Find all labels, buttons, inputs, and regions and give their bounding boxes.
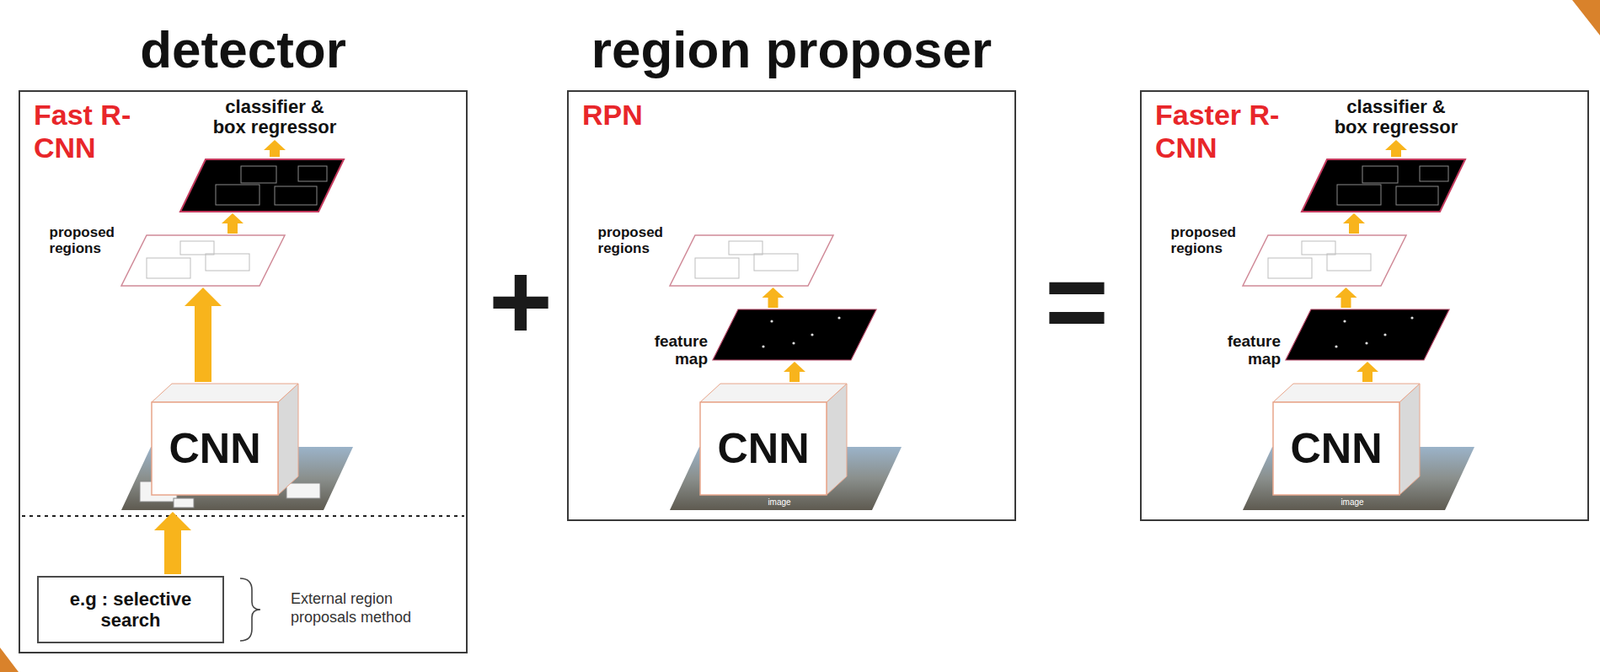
corner-accent [0, 647, 19, 672]
feat-shape [1285, 309, 1450, 360]
model-name: RPN [582, 98, 709, 132]
classifier-map: classifier & box regressor [180, 159, 344, 212]
flow-arrow [762, 287, 785, 308]
panel-title: region proposer [568, 21, 1015, 79]
block-label: CNN [151, 401, 279, 495]
feat-shape [712, 309, 877, 360]
model-name: Faster R-CNN [1155, 98, 1282, 165]
output-label: classifier & box regressor [1328, 96, 1464, 138]
map-shape [180, 159, 344, 212]
cnn-block: CNN [1242, 383, 1475, 510]
region-shape [121, 235, 285, 286]
layer-label: proposed regions [598, 224, 664, 257]
proposal-layer: proposed regions [669, 235, 834, 286]
flow-arrow [1335, 287, 1358, 308]
method-box: e.g : selective search [37, 575, 225, 643]
feature-map: feature map [712, 309, 877, 360]
region-shape [1242, 235, 1407, 286]
note-text: External region proposals method [290, 589, 460, 627]
flow-arrow [1356, 361, 1379, 382]
block-label: CNN [700, 401, 827, 495]
box-label: e.g : selective search [47, 588, 215, 632]
flow-arrow [154, 511, 192, 574]
proposal-layer: proposed regions [1242, 235, 1407, 286]
plus-sign: + [488, 246, 553, 356]
layer-label: feature map [654, 332, 708, 369]
block-label: CNN [1273, 401, 1400, 495]
corner-accent [1572, 0, 1600, 36]
curly-brace [240, 577, 261, 641]
stage-panel: proposed regionsfeature mapCNNregion pro… [567, 90, 1017, 521]
dotted-separator [21, 514, 465, 517]
region-shape [669, 235, 834, 286]
model-name: Fast R-CNN [33, 98, 161, 165]
proposal-layer: proposed regions [121, 235, 285, 286]
flow-arrow [221, 213, 244, 234]
flow-arrow [184, 287, 222, 382]
cnn-block: CNN [669, 383, 902, 510]
feature-map: feature map [1285, 309, 1450, 360]
panel-title: detector [20, 21, 466, 79]
cnn-block: CNN [121, 383, 354, 510]
classifier-map: classifier & box regressor [1301, 159, 1466, 212]
layer-label: proposed regions [49, 224, 115, 257]
stage-panel: classifier & box regressor proposed regio… [18, 90, 468, 653]
output-label: classifier & box regressor [207, 96, 343, 138]
map-shape [1301, 159, 1466, 212]
equals-sign: = [1044, 246, 1109, 356]
flow-arrow [1343, 213, 1365, 234]
layer-label: proposed regions [1171, 224, 1237, 257]
layer-label: feature map [1227, 332, 1281, 369]
flow-arrow [783, 361, 806, 382]
stage-panel: classifier & box regressor proposed regio… [1139, 90, 1590, 521]
